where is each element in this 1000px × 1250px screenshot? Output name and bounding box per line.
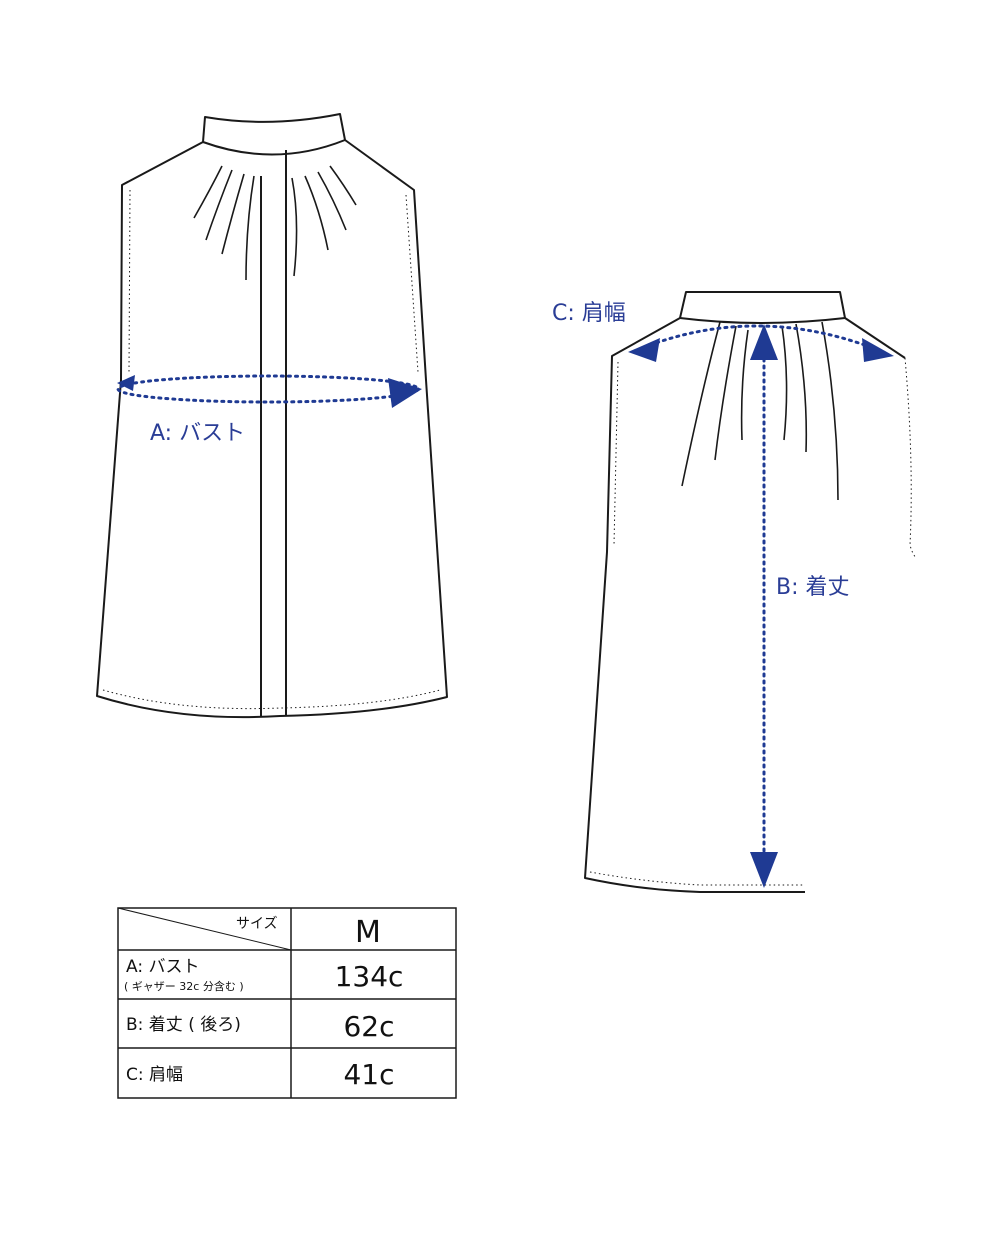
back-body-outline xyxy=(584,317,805,893)
row-label: C: 肩幅 xyxy=(126,1065,183,1085)
back-view xyxy=(584,291,917,893)
row-value: 134c xyxy=(335,960,404,993)
size-header-label: サイズ xyxy=(236,916,278,932)
bust-measure xyxy=(116,374,422,408)
front-body-outline xyxy=(96,139,448,719)
bust-ellipse xyxy=(116,374,420,404)
bust-label: A: バスト xyxy=(150,421,245,446)
shoulder-arrow-left xyxy=(628,338,660,362)
row-note: ( ギャザー 32c 分含む ) xyxy=(124,979,244,993)
length-measure xyxy=(750,324,778,888)
size-table: サイズ M A: バスト ( ギャザー 32c 分含む ) 134c B: 着丈… xyxy=(117,907,457,1099)
shoulder-measure xyxy=(628,324,894,362)
header-diagonal xyxy=(117,907,292,951)
size-name: M xyxy=(355,915,381,950)
length-label: B: 着丈 xyxy=(776,575,850,600)
row-label: B: 着丈 ( 後ろ) xyxy=(126,1015,241,1035)
back-gathers xyxy=(681,321,839,501)
back-topstitch xyxy=(589,357,917,886)
row-label: A: バスト xyxy=(126,957,199,977)
back-shoulder-right xyxy=(844,317,906,359)
front-topstitch xyxy=(102,189,441,710)
row-value: 62c xyxy=(343,1010,394,1043)
shoulder-arrow-right xyxy=(862,338,894,362)
front-gathers xyxy=(193,165,357,281)
row-value: 41c xyxy=(343,1058,394,1091)
front-collar xyxy=(202,113,346,156)
bust-arrow-left xyxy=(117,375,135,391)
back-collar xyxy=(679,291,846,324)
length-arrow-bottom xyxy=(750,852,778,888)
length-arrow-top xyxy=(750,324,778,360)
shoulder-label: C: 肩幅 xyxy=(552,301,626,326)
shoulder-arc xyxy=(635,324,890,356)
front-view xyxy=(96,113,448,719)
bust-arrow-right xyxy=(388,378,422,408)
